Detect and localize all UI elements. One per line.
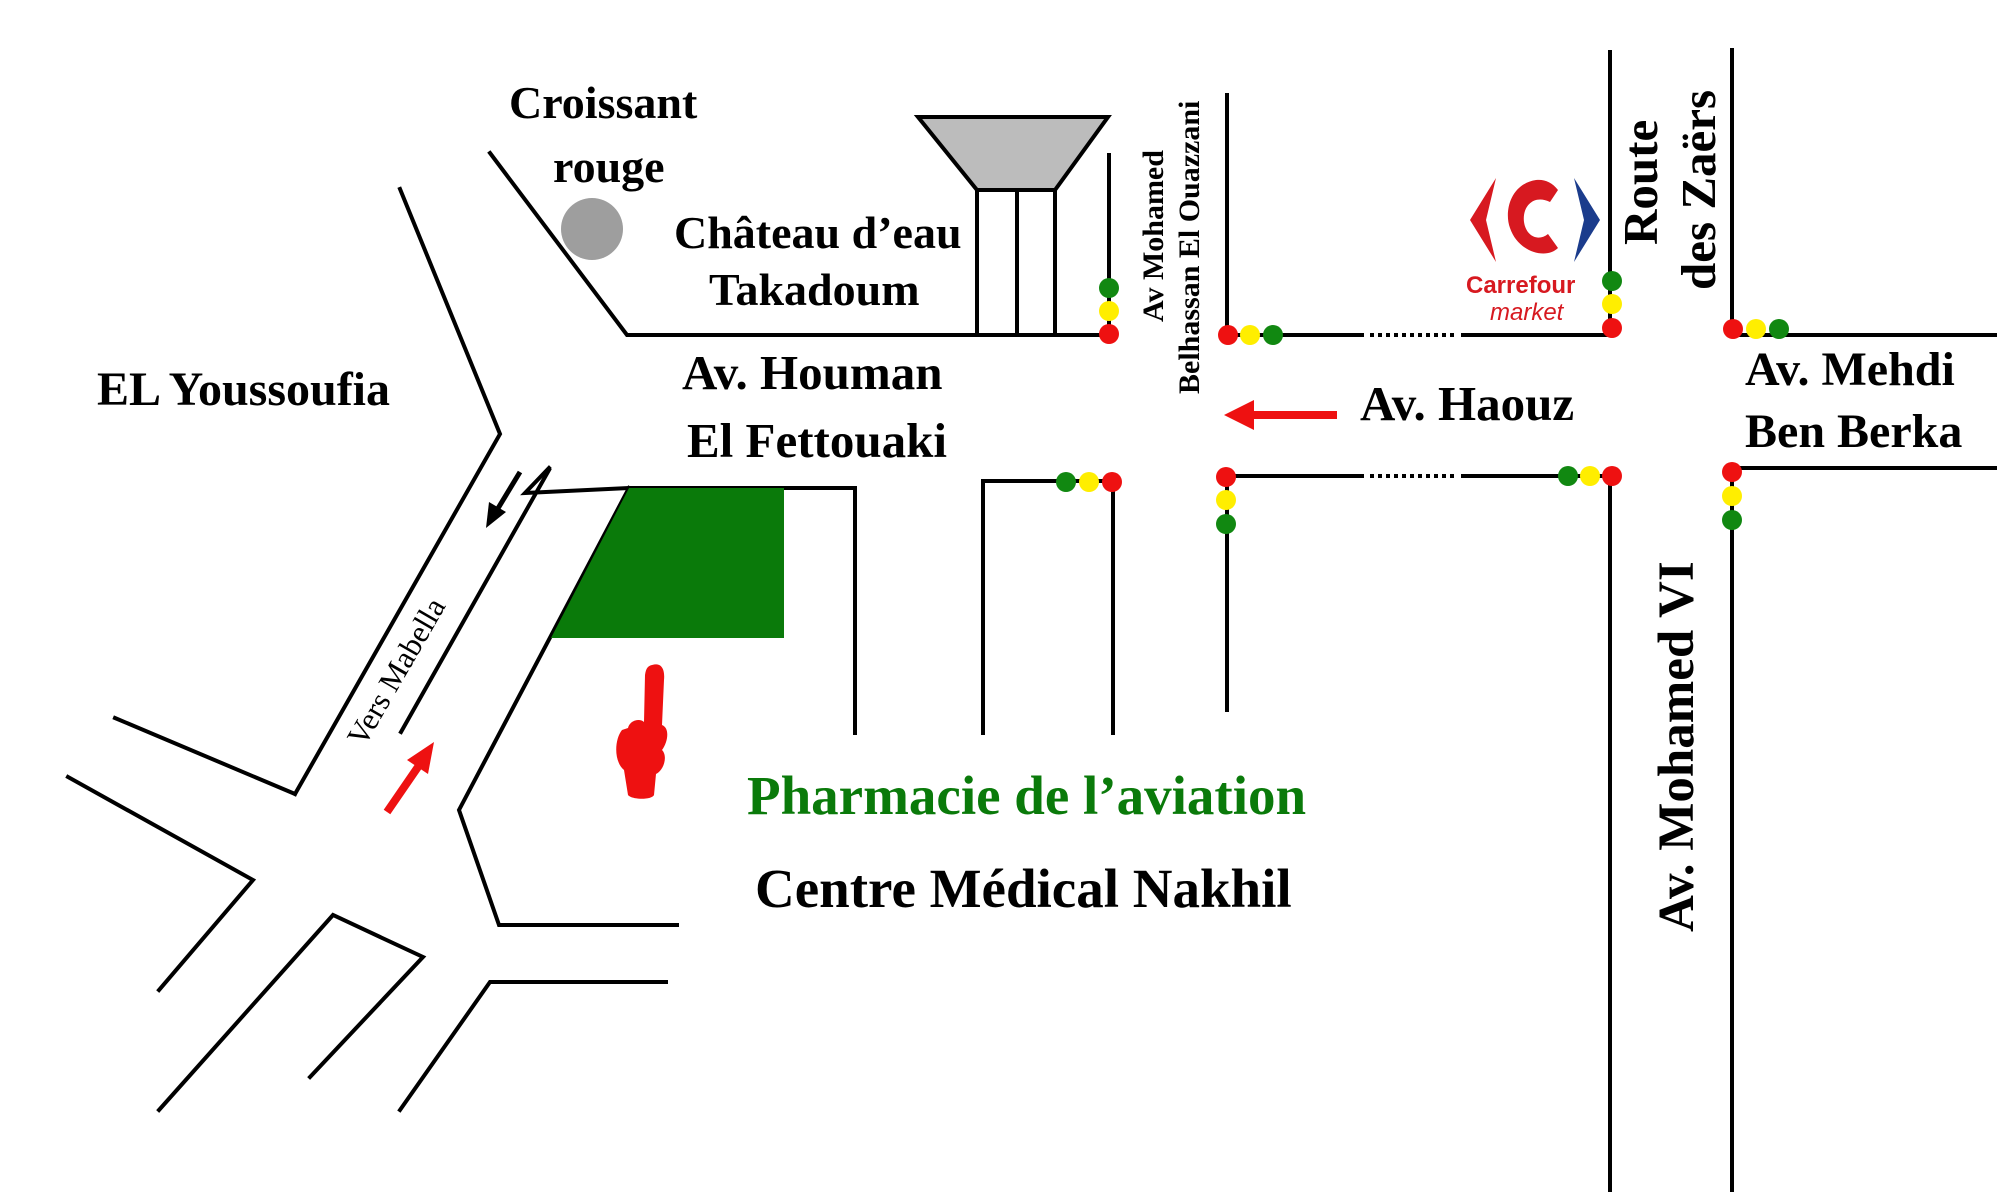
direction-arrow-icon — [486, 470, 523, 528]
label-croissant-rouge-2: rouge — [553, 141, 665, 192]
carrefour-sub: market — [1490, 299, 1565, 326]
road-branch-c — [156, 912, 427, 1113]
traffic-light-icon — [1056, 472, 1122, 492]
label-croissant-rouge-1: Croissant — [509, 77, 698, 128]
label-houman-1: Av. Houman — [682, 345, 942, 400]
road-branch-a — [112, 715, 298, 797]
label-houman-2: El Fettouaki — [687, 413, 947, 468]
label-mehdi-1: Av. Mehdi — [1745, 343, 1955, 396]
road-pharmacy-diagonal — [456, 485, 679, 927]
road-mabella-line — [398, 467, 552, 735]
road-mohamed-vi-right — [1730, 466, 1997, 1192]
traffic-light-icon — [1558, 466, 1622, 486]
label-mehdi-2: Ben Berka — [1745, 405, 1962, 458]
traffic-light-icon — [1218, 325, 1283, 345]
road-branch-b — [65, 774, 257, 993]
label-route-zaers-1: Route — [1613, 120, 1668, 245]
carrefour-name: Carrefour — [1466, 272, 1575, 299]
label-haouz: Av. Haouz — [1360, 376, 1574, 431]
label-centre-medical: Centre Médical Nakhil — [755, 858, 1292, 919]
traffic-light-icon — [1722, 462, 1742, 530]
water-tower-icon — [913, 115, 1112, 335]
direction-arrow-icon — [1224, 400, 1337, 430]
traffic-light-icon — [1216, 467, 1236, 534]
road-haouz-top — [1225, 93, 1364, 337]
road-youssoufia-upper — [292, 186, 503, 797]
road-houman-top — [487, 150, 1111, 337]
label-pharmacie: Pharmacie de l’aviation — [747, 765, 1306, 826]
pharmacy-block — [551, 488, 784, 638]
label-chateau-2: Takadoum — [709, 264, 920, 315]
road-haouz-bottom — [1225, 474, 1364, 712]
road-branch-d — [397, 980, 668, 1113]
label-el-youssoufia: EL Youssoufia — [97, 363, 390, 416]
traffic-lights — [1056, 271, 1789, 534]
road-block-mid — [981, 479, 1115, 735]
label-belhassan-2: Belhassan El Ouazzani — [1173, 101, 1206, 394]
label-chateau-1: Château d’eau — [674, 207, 962, 258]
map-labels: EL Youssoufia Croissant rouge Château d’… — [97, 77, 1962, 932]
traffic-light-icon — [1099, 278, 1119, 344]
croissant-rouge-marker — [561, 198, 623, 260]
road-route-zaers-right — [1730, 48, 1852, 337]
label-belhassan-1: Av Mohamed — [1137, 150, 1170, 322]
carrefour-logo-icon — [1470, 178, 1600, 262]
label-mohamed-vi: Av. Mohamed VI — [1649, 561, 1705, 932]
label-route-zaers-2: des Zaërs — [1671, 90, 1726, 290]
pointing-hand-icon — [616, 664, 668, 799]
direction-arrow-icon — [383, 742, 434, 815]
traffic-light-icon — [1723, 319, 1789, 339]
traffic-light-icon — [1602, 271, 1622, 338]
